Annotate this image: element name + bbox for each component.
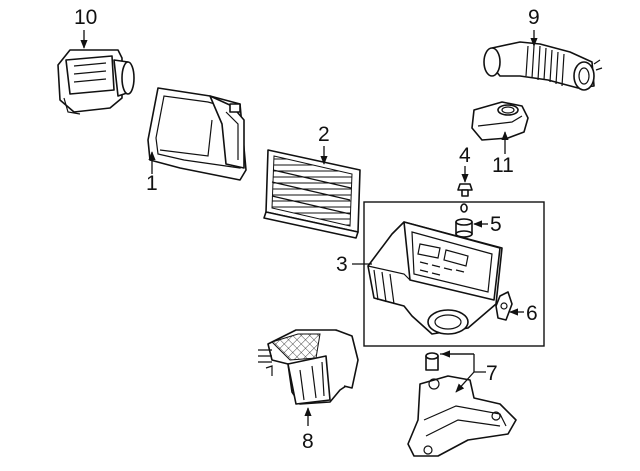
leader-7-arrow [455,371,475,393]
callout-10: 10 [74,6,97,29]
callout-2: 2 [318,123,330,146]
part-5-grommet [455,218,473,238]
callout-11: 11 [492,154,514,177]
part-10-airflow-sensor [57,49,135,115]
assembly-box [363,201,545,347]
callout-9: 9 [528,6,540,29]
callout-1: 1 [146,172,158,195]
callout-7: 7 [486,362,498,385]
callout-8: 8 [302,430,314,453]
part-7-bracket [407,352,517,457]
part-2-air-filter [263,149,361,239]
callout-6: 6 [526,302,538,325]
part-8-intake-duct [258,329,359,405]
part-4-bolt [457,183,473,197]
leader-7 [440,353,486,373]
part-3-air-cleaner-housing [367,221,503,335]
callout-3: 3 [336,253,348,276]
part-11-resonator [471,101,529,141]
callout-4: 4 [459,144,471,167]
part-9-intake-hose [483,41,603,91]
part-1-air-cleaner-cover [147,87,247,181]
callout-5: 5 [490,213,502,236]
part-6-seal [495,291,513,321]
part-washer [460,203,468,213]
